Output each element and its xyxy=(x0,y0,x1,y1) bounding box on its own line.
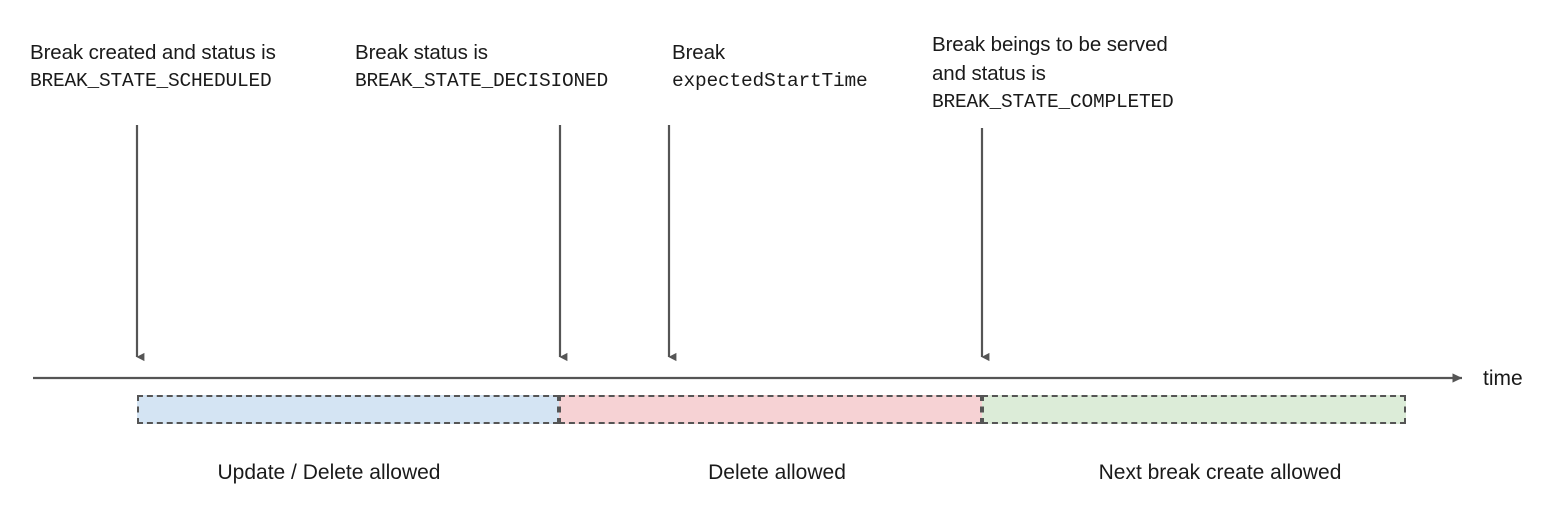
event-annotation-line: Break status is xyxy=(355,41,488,64)
phase-caption-update-delete: Update / Delete allowed xyxy=(217,461,441,484)
event-annotation-scheduled: Break created and status is BREAK_STATE_… xyxy=(30,38,276,96)
event-annotation-decisioned: Break status is BREAK_STATE_DECISIONED xyxy=(355,38,608,96)
event-annotation-line: expectedStartTime xyxy=(672,70,868,92)
phase-caption-next-break-create: Next break create allowed xyxy=(1098,461,1342,484)
phase-bar-delete-only xyxy=(559,395,982,424)
event-annotation-line: and status is xyxy=(932,62,1046,85)
event-annotation-expected-start-time: Break expectedStartTime xyxy=(672,38,868,96)
event-annotation-line: BREAK_STATE_DECISIONED xyxy=(355,70,609,92)
phase-bar-next-break-create xyxy=(982,395,1406,424)
event-annotation-line: Break xyxy=(672,41,726,64)
event-annotation-line: BREAK_STATE_SCHEDULED xyxy=(30,70,272,92)
event-annotation-completed: Break beings to be served and status is … xyxy=(932,30,1174,117)
event-annotation-line: Break beings to be served xyxy=(932,33,1168,56)
event-annotation-line: Break created and status is xyxy=(30,41,276,64)
time-axis-label: time xyxy=(1483,367,1523,390)
phase-bar-update-delete xyxy=(137,395,559,424)
event-annotation-line: BREAK_STATE_COMPLETED xyxy=(932,91,1174,113)
phase-caption-delete-only: Delete allowed xyxy=(708,461,846,484)
